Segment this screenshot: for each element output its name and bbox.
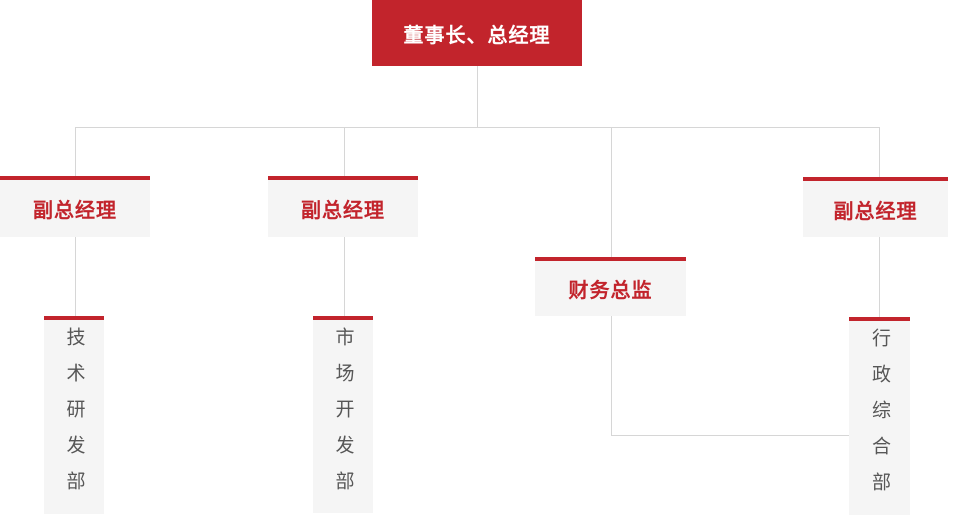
connector-line — [879, 237, 880, 317]
org-node-label: 技术研发部 — [63, 327, 86, 507]
org-node-label: 董事长、总经理 — [403, 22, 551, 47]
connector-line — [611, 127, 612, 257]
connector-line — [611, 316, 612, 435]
org-node-chairman-general-manager: 董事长、总经理 — [372, 0, 582, 66]
org-node-label: 市场开发部 — [332, 326, 355, 507]
org-node-label: 副总经理 — [301, 198, 385, 222]
org-node-admin-general-dept: 行政综合部 — [849, 317, 910, 515]
connector-line — [75, 127, 879, 128]
connector-line — [344, 237, 345, 316]
org-node-deputy-general-manager-3: 副总经理 — [803, 177, 948, 237]
org-node-label: 副总经理 — [833, 198, 918, 223]
connector-line — [879, 127, 880, 177]
org-node-tech-rnd-dept: 技术研发部 — [44, 316, 104, 514]
connector-line — [75, 127, 76, 176]
org-node-deputy-general-manager-2: 副总经理 — [268, 176, 418, 237]
connector-line — [75, 237, 76, 316]
org-node-label: 行政综合部 — [869, 328, 891, 508]
connector-line — [611, 435, 849, 436]
connector-line — [477, 66, 478, 127]
connector-line — [344, 127, 345, 176]
org-node-financial-director: 财务总监 — [535, 257, 686, 316]
org-node-market-dev-dept: 市场开发部 — [313, 316, 373, 513]
org-node-label: 副总经理 — [33, 198, 117, 222]
org-node-deputy-general-manager-1: 副总经理 — [0, 176, 150, 237]
org-node-label: 财务总监 — [568, 278, 653, 302]
